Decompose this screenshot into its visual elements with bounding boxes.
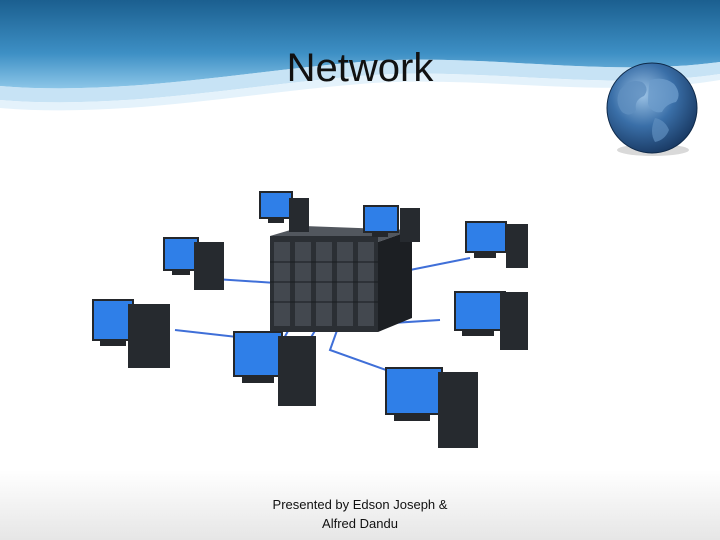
- desktop-computer-icon: [233, 331, 316, 406]
- desktop-computer-icon: [363, 205, 420, 242]
- desktop-computer-icon: [465, 221, 528, 268]
- server-rack-icon: [270, 226, 412, 332]
- desktop-computer-icon: [92, 299, 170, 368]
- desktop-computer-icon: [259, 191, 309, 232]
- presenter-line-2: Alfred Dandu: [322, 516, 398, 531]
- desktop-computer-icon: [385, 367, 478, 448]
- presenter-line-1: Presented by Edson Joseph &: [272, 497, 448, 512]
- presenter-credit: Presented by Edson Joseph & Alfred Dandu: [230, 495, 490, 533]
- desktop-computer-icon: [454, 291, 528, 350]
- slide-title: Network: [286, 46, 434, 90]
- desktop-computer-icon: [163, 237, 224, 290]
